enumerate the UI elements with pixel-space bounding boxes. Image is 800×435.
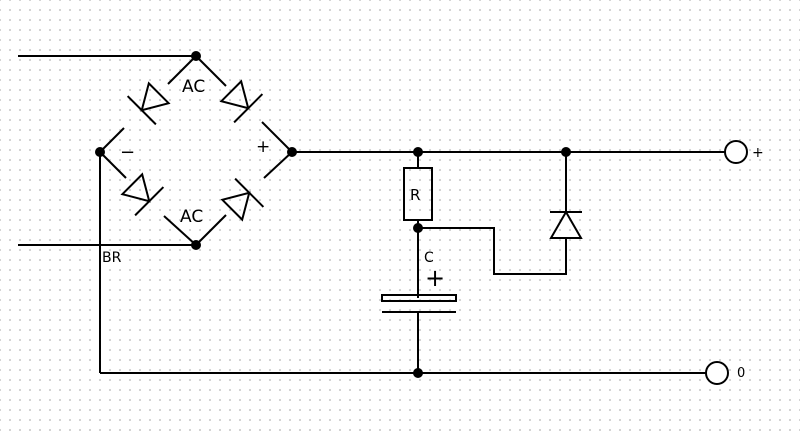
wires [18,55,725,374]
terminal-icon[interactable] [724,140,748,164]
bridge-wire [99,151,127,179]
junction-dot-icon [413,368,423,378]
bridge-wire [163,215,197,246]
terminal-positive-label: + [752,145,764,161]
ac-label-top: AC [182,77,205,97]
junction-dot-icon [95,147,105,157]
bridge-wire [261,121,293,153]
resistor-label: R [410,186,420,204]
terminal-zero-label: 0 [737,366,745,381]
bridge-wire [167,55,197,85]
junction-dots [95,51,571,378]
junction-dot-icon [413,223,423,233]
bridge-wire [99,127,125,153]
diode-icon [126,78,174,126]
junction-dot-icon [413,147,423,157]
zener-feed-wire [418,227,567,275]
bridge-wire [195,55,227,87]
junction-dot-icon [287,147,297,157]
electrolytic-capacitor-icon [381,294,457,313]
terminal-icon[interactable] [705,361,729,385]
diode-icon [549,209,583,239]
junction-dot-icon [191,51,201,61]
junction-dot-icon [191,240,201,250]
resistor-icon [403,167,433,221]
bridge-label: BR [102,250,122,266]
junction-dot-icon [561,147,571,157]
bridge-wire [263,151,293,179]
ac-label-bottom: AC [180,207,203,227]
bridge-wire [195,214,227,246]
bridge-minus-label: − [120,142,135,163]
capacitor-label: C [424,250,434,266]
bridge-plus-label: + [256,137,270,157]
capacitor-polarity-label: + [425,264,445,292]
